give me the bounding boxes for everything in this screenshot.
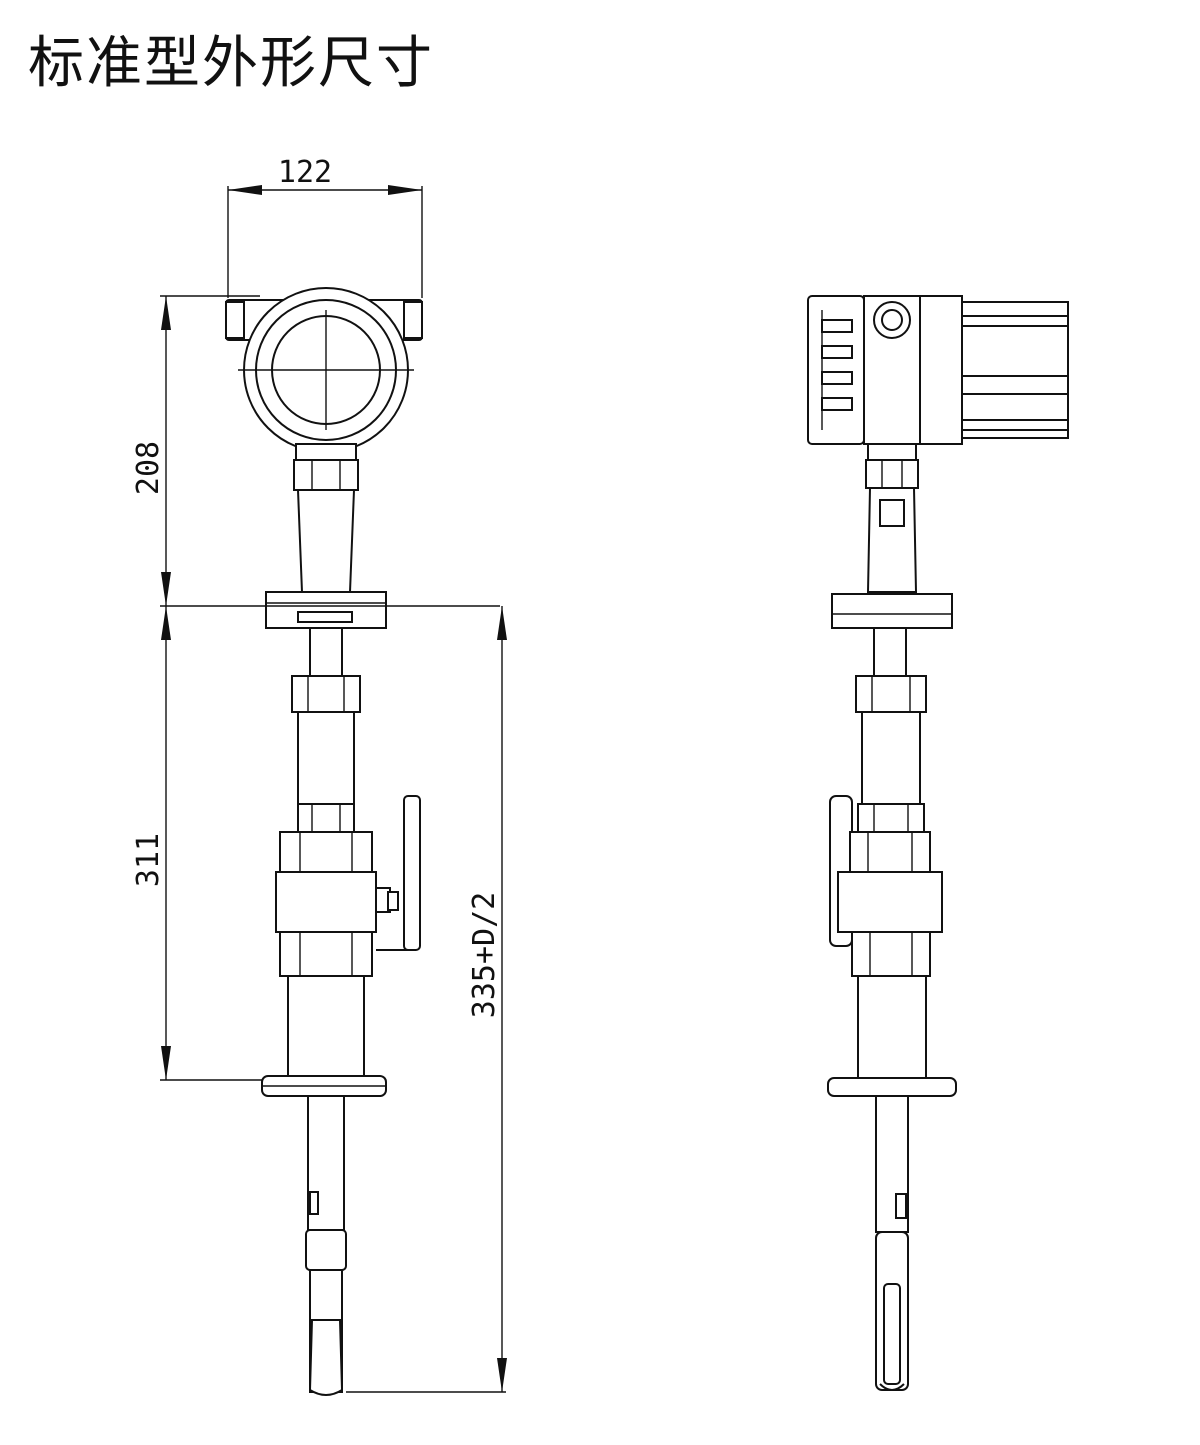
dim-label-total-length: 335+D/2 [467, 892, 502, 1018]
side-neck-label-box [879, 499, 905, 527]
side-probe [875, 1095, 909, 1391]
side-head [807, 295, 1069, 489]
front-neck [296, 489, 356, 593]
side-nut-lower [857, 803, 925, 833]
front-nut-lower [297, 803, 355, 833]
front-upper-flange [265, 591, 387, 629]
front-head [225, 287, 423, 491]
side-nut-upper [855, 675, 927, 713]
front-lower-flange [261, 1075, 387, 1097]
dim-label-width: 122 [278, 155, 332, 190]
dimension-lines [160, 185, 507, 1393]
side-neck [866, 487, 918, 593]
dim-label-body-height: 311 [131, 833, 166, 887]
front-view [225, 287, 423, 1396]
side-lower-flange [827, 1077, 957, 1097]
front-probe [305, 1095, 347, 1396]
page-title: 标准型外形尺寸 [28, 31, 434, 96]
side-pipe-upper [873, 627, 907, 677]
side-upper-flange [831, 593, 953, 629]
front-pipe-upper [309, 627, 343, 677]
front-lower-pipe [287, 975, 365, 1077]
front-ball-valve [275, 795, 421, 977]
side-lower-pipe [857, 975, 927, 1079]
side-pipe-mid [861, 711, 921, 805]
front-nut-upper [291, 675, 361, 713]
front-pipe-mid [297, 711, 355, 805]
dim-label-head-height: 208 [131, 441, 166, 495]
side-view [807, 295, 1069, 1391]
